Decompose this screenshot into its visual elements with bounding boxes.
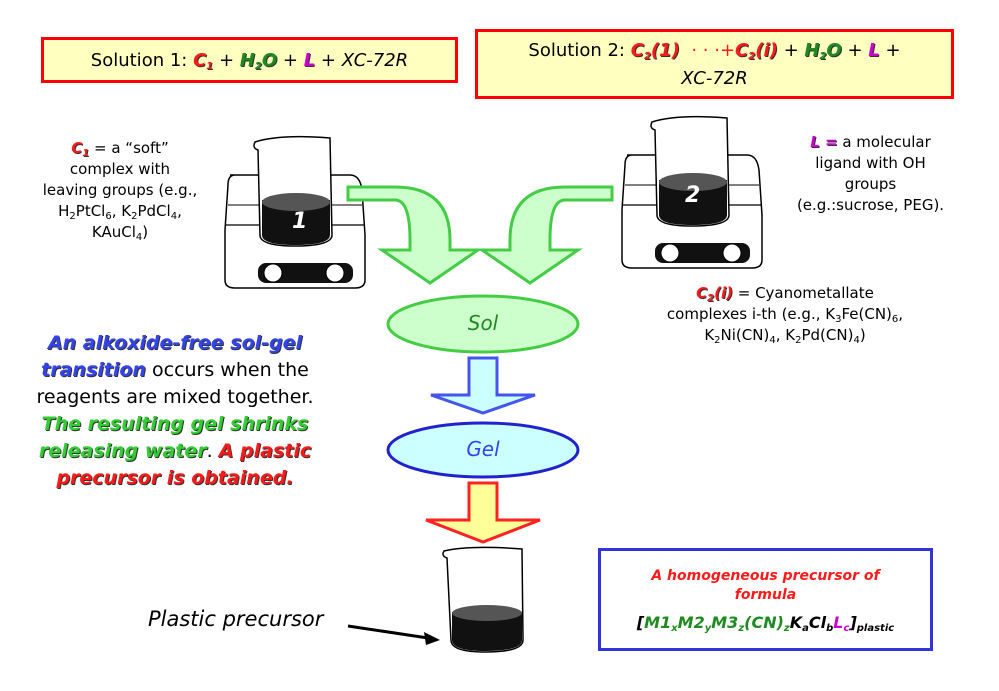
ligand-symbol: L: [868, 40, 880, 61]
beaker-2-on-stirrer: 2: [621, 115, 763, 269]
c2-i-symbol: C2(i): [735, 40, 778, 62]
solution-1-text: Solution 1: C1 + H2O + L + XC-72R: [44, 50, 455, 72]
plastic-precursor-beaker-icon: [442, 546, 524, 653]
ligand-symbol: L: [303, 50, 316, 71]
note-dot: .: [206, 440, 219, 462]
beaker-1-label: 1: [292, 209, 307, 234]
down-arrow-blue-icon: [430, 356, 536, 415]
process-note: An alkoxide-free sol-gel transition occu…: [30, 330, 320, 492]
curved-arrow-right-icon: [477, 185, 614, 285]
plus: +: [213, 50, 240, 71]
plus: +: [277, 50, 304, 71]
c2-i-symbol: C2(i): [696, 284, 733, 304]
sol-ellipse: [386, 294, 580, 354]
c1-description: C1 = a “soft” complex with leaving group…: [42, 139, 198, 243]
formula-title: A homogeneous precursor of formula: [651, 568, 880, 603]
ligand-symbol: L =: [810, 133, 838, 151]
note-red: A plastic precursor is obtained.: [56, 440, 312, 489]
sol-label: Sol: [467, 311, 499, 335]
pointer-arrowhead-icon: [424, 632, 440, 645]
solution-2-box: Solution 2: C2(1) · · ·+C2(i) + H2O + L …: [475, 29, 954, 99]
ellipsis: · · ·+: [679, 40, 736, 61]
pointer-arrow-icon: [347, 624, 429, 640]
solution-2-prefix: Solution 2:: [528, 40, 631, 61]
curved-arrow-left-icon: [346, 185, 483, 285]
note-blue: An alkoxide-free sol-gel transition: [41, 332, 303, 381]
solution-1-box: Solution 1: C1 + H2O + L + XC-72R: [41, 37, 458, 83]
plus: +: [841, 40, 869, 61]
plastic-precursor-label: Plastic precursor: [148, 607, 324, 631]
down-arrow-yellow-icon: [425, 481, 541, 544]
beaker-icon: [650, 115, 730, 227]
c2-1-symbol: C2(1): [630, 40, 680, 62]
c1-symbol: C1: [71, 139, 90, 159]
c1-symbol: C1: [193, 50, 214, 72]
plus: +: [777, 40, 805, 61]
plus: +: [879, 40, 901, 61]
beaker-icon: [253, 135, 333, 247]
carbon-support: XC-72R: [341, 50, 409, 71]
water-symbol: H2O: [804, 40, 842, 62]
solution-1-prefix: Solution 1:: [90, 50, 194, 71]
solution-2-line1: Solution 2: C2(1) · · ·+C2(i) + H2O + L …: [478, 40, 951, 62]
note-black: occurs when the reagents are mixed toget…: [36, 359, 314, 408]
formula: [M1xM2yM3z(CN)zKaClbLc]plastic: [636, 613, 895, 634]
gel-label: Gel: [466, 437, 500, 461]
gel-ellipse: [386, 421, 580, 479]
plus: +: [315, 50, 342, 71]
solution-2-line2: XC-72R: [681, 68, 748, 89]
beaker-2-label: 2: [685, 183, 700, 208]
ligand-description: L = a molecular ligand with OH groups (e…: [796, 133, 945, 214]
c2-description: C2(i) = Cyanometallate complexes i-th (e…: [666, 284, 904, 346]
note-green: The resulting gel shrinks releasing wate…: [38, 413, 309, 462]
water-symbol: H2O: [239, 50, 278, 72]
formula-box: A homogeneous precursor of formula [M1xM…: [598, 548, 933, 651]
beaker-1-on-stirrer: 1: [224, 135, 366, 289]
